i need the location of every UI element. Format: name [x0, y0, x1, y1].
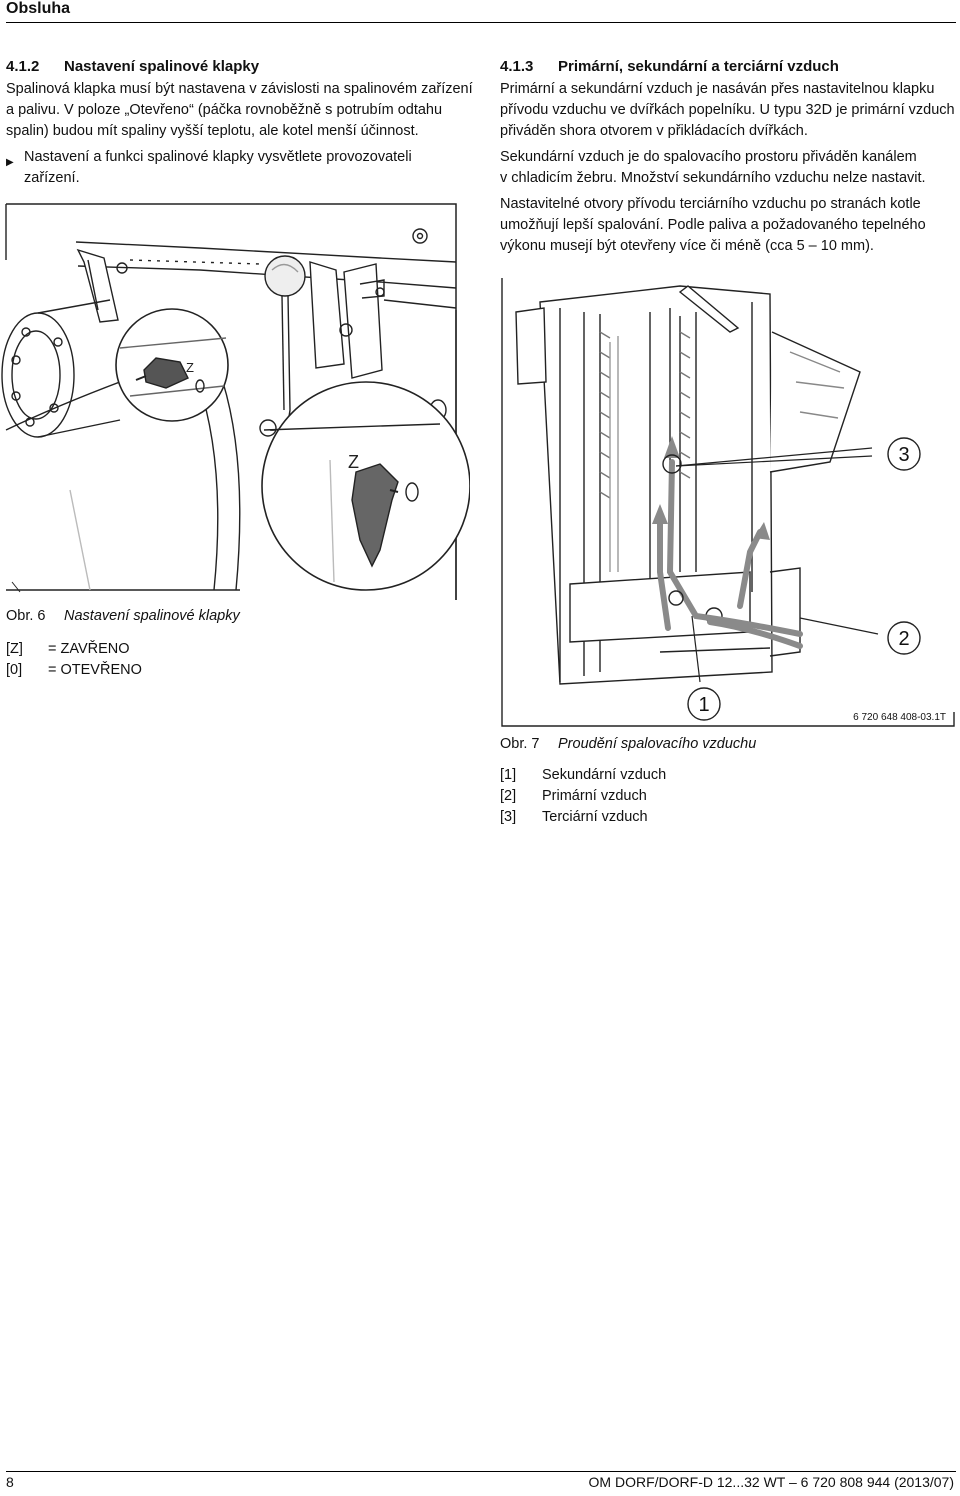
- legend-item: [1]Sekundární vzduch: [500, 767, 667, 783]
- bullet-line: Nastavení a funkci spalinové klapky vysv…: [24, 149, 412, 165]
- paragraph-line: spalin) budou mít spaliny vyšší teplotu,…: [6, 123, 419, 139]
- paragraph-line: a palivu. V poloze „Otevřeno“ (páčka rov…: [6, 102, 443, 118]
- figure-7-legend: [1]Sekundární vzduch [2]Primární vzduch …: [500, 765, 666, 828]
- paragraph-line: Primární a sekundární vzduch je nasáván …: [500, 81, 935, 97]
- paragraph-line: výkonu musejí být otevřeny více či méně …: [500, 238, 874, 254]
- figure-code: 6 720 648 408-03.1T: [853, 712, 946, 723]
- legend-item: [0]= OTEVŘENO: [6, 662, 142, 678]
- damper-paragraph: Spalinová klapka musí být nastavena v zá…: [6, 79, 476, 142]
- figure-7-caption: Obr. 7 Proudění spalovacího vzduchu: [500, 736, 756, 752]
- figure-number: Obr. 7: [500, 736, 540, 752]
- page-section-title: Obsluha: [6, 0, 71, 17]
- mark-z-small: Z: [186, 360, 194, 375]
- callout-1: 1: [698, 694, 709, 716]
- paragraph-line: Nastavitelné otvory přívodu terciárního …: [500, 196, 921, 212]
- paragraph-line: přiváděn shora otvorem v přikládacích dv…: [500, 123, 808, 139]
- instruction-bullet: Nastavení a funkci spalinové klapky vysv…: [6, 147, 474, 189]
- heading-text: Primární, sekundární a terciární vzduch: [558, 58, 839, 75]
- air-paragraph-3: Nastavitelné otvory přívodu terciárního …: [500, 194, 956, 257]
- heading-text: Nastavení spalinové klapky: [64, 58, 260, 75]
- flue-damper-illustration: Z Z: [1, 203, 470, 600]
- header-rule: [6, 22, 956, 23]
- figure-6-caption: Obr. 6 Nastavení spalinové klapky: [6, 608, 240, 624]
- figure-caption-text: Proudění spalovacího vzduchu: [558, 736, 757, 752]
- heading-number: 4.1.2: [6, 58, 40, 75]
- heading-number: 4.1.3: [500, 58, 534, 75]
- bullet-line: zařízení.: [24, 170, 80, 186]
- legend-item: [3]Terciární vzduch: [500, 809, 648, 825]
- page-number: 8: [6, 1474, 14, 1490]
- paragraph-line: v chladicím žebru. Množství sekundárního…: [500, 170, 926, 186]
- boiler-airflow-illustration: 3 2 1 6 720 648 408-03.1T: [501, 278, 955, 727]
- legend-item: [Z]= ZAVŘENO: [6, 641, 130, 657]
- mark-z: Z: [348, 452, 359, 472]
- figure-caption-text: Nastavení spalinové klapky: [64, 608, 240, 624]
- document-reference: OM DORF/DORF-D 12...32 WT – 6 720 808 94…: [588, 1474, 954, 1490]
- paragraph-line: Sekundární vzduch je do spalovacího pros…: [500, 149, 917, 165]
- legend-item: [2]Primární vzduch: [500, 788, 647, 804]
- paragraph-line: umožňují lepší spalování. Podle paliva a…: [500, 217, 926, 233]
- footer-rule: [6, 1471, 956, 1472]
- section-heading-4-1-2: 4.1.2 Nastavení spalinové klapky: [6, 58, 259, 75]
- callout-3: 3: [898, 444, 909, 466]
- figure-number: Obr. 6: [6, 608, 46, 624]
- callout-2: 2: [898, 628, 909, 650]
- figure-6-legend: [Z]= ZAVŘENO [0]= OTEVŘENO: [6, 639, 142, 681]
- air-paragraph-1: Primární a sekundární vzduch je nasáván …: [500, 79, 956, 142]
- paragraph-line: Spalinová klapka musí být nastavena v zá…: [6, 81, 473, 97]
- paragraph-line: přívodu vzduchu ve dvířkách popelníku. U…: [500, 102, 955, 118]
- air-paragraph-2: Sekundární vzduch je do spalovacího pros…: [500, 147, 956, 189]
- section-heading-4-1-3: 4.1.3 Primární, sekundární a terciární vz…: [500, 58, 839, 75]
